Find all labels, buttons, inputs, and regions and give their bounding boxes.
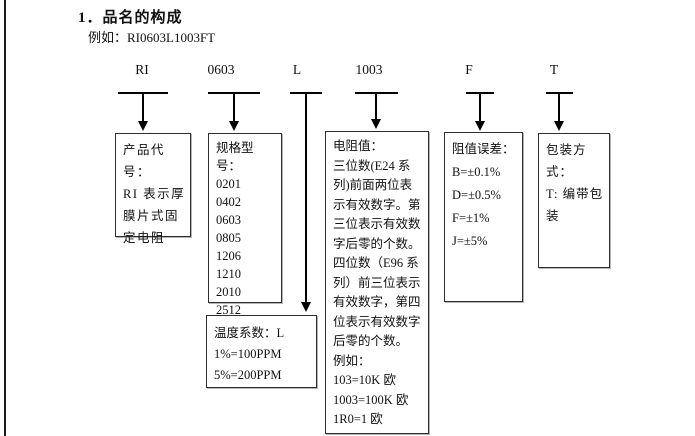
size-spec-box: 规格型号： 0201 0402 0603 0805 1206 1210 2010… [208, 133, 282, 317]
resistance-value-text: 电阻值： 三位数(E24 系 列)前面两位表 示有效数字。第 三位表示有效数 字… [333, 139, 421, 426]
size-spec-text: 规格型号： 0201 0402 0603 0805 1206 1210 2010… [216, 141, 254, 317]
arrow-stem-size [233, 92, 235, 122]
packaging-text: 包装方式： T: 编带包 装 [546, 143, 604, 223]
code-tolerance: F [465, 62, 473, 77]
temperature-coefficient-box: 温度系数：L 1%=100PPM 5%=200PPM [206, 315, 317, 388]
arrow-head-resistance-icon [371, 119, 381, 129]
product-code-text: 产品代号： RI 表示厚 膜片式固 定电阻 [123, 143, 186, 245]
arrow-head-size-icon [229, 121, 239, 131]
resistance-value-box: 电阻值： 三位数(E24 系 列)前面两位表 示有效数字。第 三位表示有效数 字… [325, 131, 429, 434]
code-size: 0603 [207, 62, 235, 77]
arrow-stem-packaging [558, 92, 560, 122]
arrow-head-packaging-icon [554, 121, 564, 131]
tolerance-text: 阻值误差： B=±0.1% D=±0.5% F=±1% J=±5% [452, 142, 515, 248]
code-packaging: T [549, 62, 559, 77]
example-part-number: 例如：RI0603L1003FT [88, 30, 216, 45]
arrow-stem-tolerance [479, 92, 481, 122]
tolerance-box: 阻值误差： B=±0.1% D=±0.5% F=±1% J=±5% [444, 132, 523, 302]
code-resistance-value: 1003 [355, 62, 383, 77]
code-product-prefix: RI [135, 62, 149, 77]
arrow-stem-resistance [375, 92, 377, 120]
product-code-box: 产品代号： RI 表示厚 膜片式固 定电阻 [115, 133, 191, 245]
arrow-head-tolerance-icon [475, 121, 485, 131]
packaging-box: 包装方式： T: 编带包 装 [538, 133, 610, 268]
arrow-head-product-icon [138, 121, 148, 131]
code-temperature-coefficient: L [292, 62, 302, 77]
arrow-stem-product [142, 92, 144, 122]
page-left-border [4, 0, 6, 436]
arrow-head-tcr-icon [301, 302, 311, 312]
temperature-coefficient-text: 温度系数：L 1%=100PPM 5%=200PPM [214, 326, 285, 382]
arrow-stem-tcr [305, 92, 307, 303]
section-title: 1．品名的构成 [78, 10, 183, 26]
